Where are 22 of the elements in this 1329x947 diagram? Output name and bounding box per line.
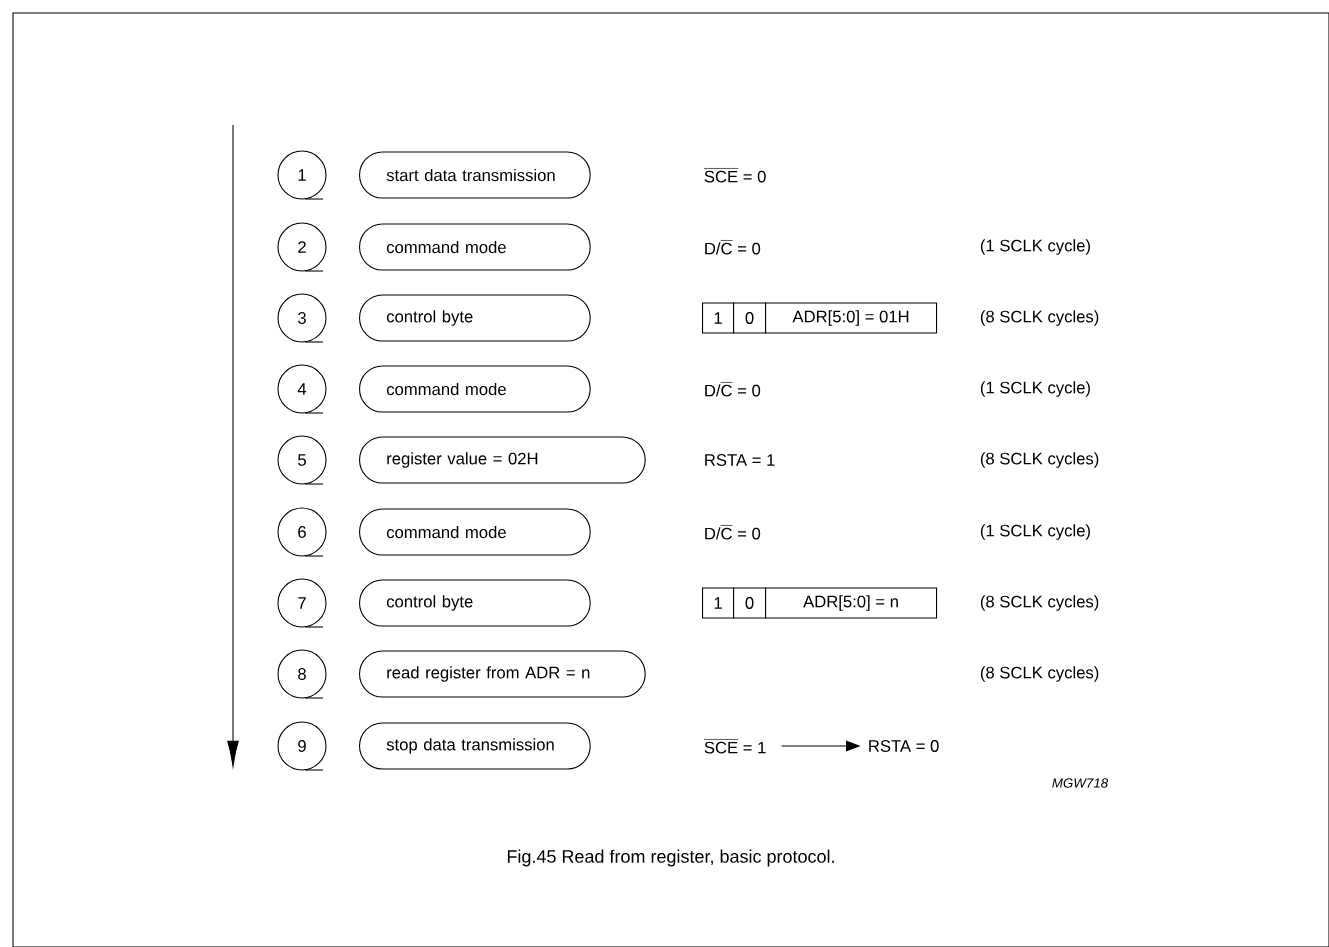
register-cell: 1	[702, 587, 735, 619]
register-cell: 1	[702, 302, 735, 334]
cycle-note: (1 SCLK cycle)	[980, 239, 1090, 255]
cycle-note: (8 SCLK cycles)	[980, 452, 1099, 468]
register-cell: ADR[5:0] = 01H	[765, 302, 938, 334]
signal-text: RSTA = 0	[869, 740, 939, 752]
figure-caption: Fig.45 Read from register, basic protocol.	[507, 849, 834, 867]
cycle-note: RSTA = 1	[705, 454, 775, 466]
signal-text: $\text{D/}\overline{\text{C}}\text{ = 0}$	[705, 240, 761, 255]
register-cell: 0	[733, 302, 767, 334]
cycle-note: (8 SCLK cycles)	[980, 310, 1099, 326]
register-cell: 0	[733, 587, 767, 619]
register-cell: ADR[5:0] = n	[765, 587, 938, 619]
cycle-note: (1 SCLK cycle)	[980, 524, 1090, 540]
cycle-note: (1 SCLK cycle)	[980, 381, 1090, 397]
signal-text: $\overline{\text{SCE}}\text{ = 0}$	[703, 168, 766, 183]
figure-code: MGW718	[1052, 778, 1109, 788]
signal-text: $\text{D/}\overline{\text{C}}\text{ = 0}$	[705, 525, 761, 540]
cycle-note: (8 SCLK cycles)	[980, 666, 1099, 682]
signal-text: $\text{D/}\overline{\text{C}}\text{ = 0}$	[705, 382, 761, 397]
signal-text: $\overline{\text{SCE}}\text{ = 1}$	[703, 739, 766, 754]
cycle-note: (8 SCLK cycles)	[980, 595, 1099, 611]
